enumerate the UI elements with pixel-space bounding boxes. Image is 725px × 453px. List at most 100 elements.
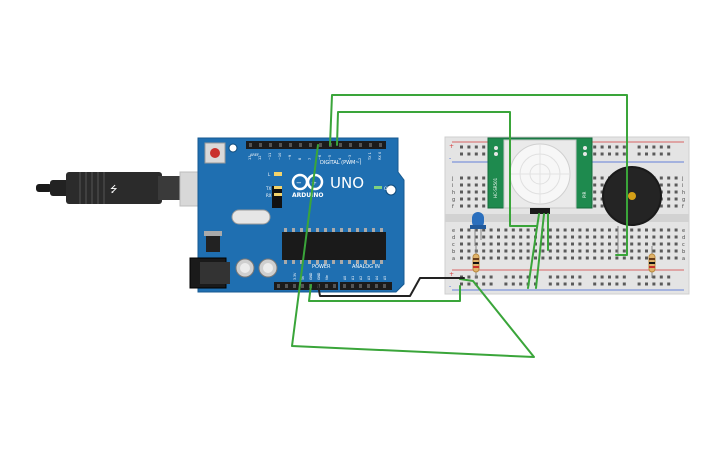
breadboard-hole [467, 152, 471, 156]
piezo-buzzer [602, 166, 662, 255]
breadboard-hole [474, 190, 478, 194]
breadboard-hole [630, 256, 634, 260]
breadboard-hole [474, 176, 478, 180]
breadboard-hole [467, 145, 471, 149]
breadboard-hole [674, 235, 678, 239]
breadboard-hole [659, 249, 663, 253]
breadboard-hole [563, 275, 567, 279]
breadboard-hole [482, 145, 486, 149]
breadboard-hole [482, 152, 486, 156]
breadboard-hole [556, 235, 560, 239]
row-letter: h [682, 190, 685, 196]
rail-minus-top: - [449, 155, 451, 162]
wire-green-5v [308, 284, 461, 302]
breadboard-hole [659, 235, 663, 239]
breadboard-hole [593, 256, 597, 260]
breadboard-hole [667, 204, 671, 208]
aref-label: AREF [250, 153, 259, 157]
breadboard-hole [556, 256, 560, 260]
usb-cable: ⭍ [36, 171, 227, 207]
breadboard-hole [593, 204, 597, 208]
breadboard-hole [659, 145, 663, 149]
breadboard-hole [615, 235, 619, 239]
breadboard-hole [489, 275, 493, 279]
breadboard-hole [482, 176, 486, 180]
breadboard-hole [534, 275, 537, 279]
breadboard-hole [467, 242, 471, 246]
breadboard-hole [585, 228, 589, 232]
breadboard-hole [519, 249, 523, 253]
wire-green-pir-b [535, 213, 545, 289]
breadboard-hole [674, 183, 678, 187]
rail-minus-bottom: - [449, 283, 451, 290]
digital-pin-label: TX 1 [368, 152, 372, 161]
breadboard-hole [548, 282, 552, 286]
row-letter: h [452, 190, 455, 196]
wire-black-gnd [317, 277, 465, 297]
breadboard-hole [460, 152, 463, 156]
resistor-right [648, 246, 656, 278]
breadboard-hole [622, 275, 626, 279]
breadboard-hole [652, 152, 656, 156]
breadboard-hole [511, 249, 515, 253]
analog-pin-label: A3 [367, 276, 371, 280]
analog-header [340, 282, 392, 290]
breadboard-hole [659, 152, 663, 156]
breadboard-hole [667, 176, 671, 180]
breadboard-hole [600, 183, 604, 187]
wires [291, 94, 628, 358]
rail-plus-bottom: + [449, 271, 454, 278]
breadboard-hole [630, 235, 634, 239]
breadboard-hole [482, 204, 486, 208]
wire-green-loop [291, 144, 535, 358]
breadboard-hole [489, 249, 493, 253]
breadboard-hole [511, 235, 515, 239]
breadboard-hole [571, 228, 574, 232]
breadboard-hole [593, 242, 597, 246]
breadboard-hole [667, 152, 671, 156]
breadboard-hole [637, 256, 641, 260]
breadboard-hole [460, 145, 463, 149]
breadboard-hole [548, 228, 552, 232]
breadboard-hole [474, 204, 478, 208]
buzzer-center-icon [628, 192, 636, 200]
breadboard-hole [474, 242, 478, 246]
breadboard-hole [608, 228, 611, 232]
breadboard-hole [556, 249, 560, 253]
breadboard-hole [608, 235, 611, 239]
breadboard-hole [622, 249, 626, 253]
breadboard-hole [460, 190, 463, 194]
breadboard-hole [467, 249, 471, 253]
breadboard-hole [474, 152, 478, 156]
digital-pin-label: 12 [258, 156, 262, 160]
breadboard-hole [526, 228, 530, 232]
breadboard-hole [600, 145, 604, 149]
row-letter: b [452, 249, 455, 255]
breadboard-hole [637, 242, 641, 246]
breadboard-hole [659, 256, 663, 260]
breadboard-hole [674, 190, 678, 194]
breadboard-hole [467, 197, 471, 201]
breadboard-hole [593, 183, 597, 187]
breadboard-hole [571, 282, 574, 286]
breadboard-hole [578, 249, 582, 253]
breadboard-hole [460, 242, 463, 246]
arduino-uno-board: L TX RX ON − + ARDUINO UNO AREF DIGITAL … [189, 137, 405, 293]
row-letter: i [452, 183, 453, 189]
breadboard-hole [667, 275, 671, 279]
breadboard-hole [593, 197, 597, 201]
analog-pin-label: A0 [343, 276, 347, 280]
row-letter: b [682, 249, 685, 255]
breadboard-hole [652, 249, 656, 253]
brand-label: ARDUINO [292, 192, 323, 199]
analog-pin-label: A5 [383, 276, 387, 280]
breadboard-hole [474, 197, 478, 201]
breadboard-hole [674, 249, 678, 253]
breadboard-hole [482, 256, 486, 260]
digital-pin-label: 4 [338, 157, 342, 160]
breadboard-hole [659, 228, 663, 232]
pir-left-label: HC-SR501 [493, 177, 498, 198]
